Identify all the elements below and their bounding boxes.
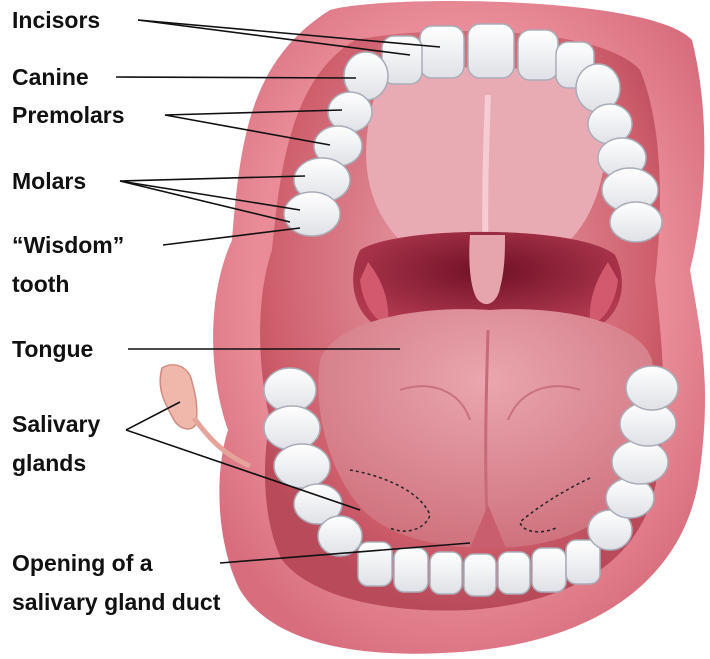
tooth (318, 516, 362, 556)
tooth (468, 24, 514, 78)
tooth (358, 542, 392, 586)
tooth (518, 30, 558, 80)
label-incisors: Incisors (12, 7, 100, 33)
tooth (420, 26, 464, 78)
tooth (626, 366, 678, 410)
label-duct-opening-line2: salivary gland duct (12, 589, 220, 615)
tooth (612, 440, 668, 484)
tooth (610, 202, 662, 242)
label-duct-opening-line1: Opening of a (12, 550, 153, 576)
label-molars: Molars (12, 168, 86, 194)
leader-canine (116, 77, 356, 78)
tooth (274, 444, 330, 488)
tooth (532, 548, 566, 592)
label-wisdom-tooth-line1: “Wisdom” (12, 232, 124, 258)
label-wisdom-tooth-line2: tooth (12, 271, 69, 297)
label-salivary-glands-line1: Salivary (12, 411, 100, 437)
tooth (394, 548, 428, 592)
tooth (566, 540, 600, 584)
tooth (464, 554, 496, 596)
label-canine: Canine (12, 64, 89, 90)
tooth (498, 552, 530, 594)
salivary-gland-external (160, 365, 197, 429)
tooth (264, 406, 320, 450)
tooth (430, 552, 462, 594)
label-salivary-glands-line2: glands (12, 450, 86, 476)
label-tongue: Tongue (12, 336, 93, 362)
label-premolars: Premolars (12, 102, 125, 128)
